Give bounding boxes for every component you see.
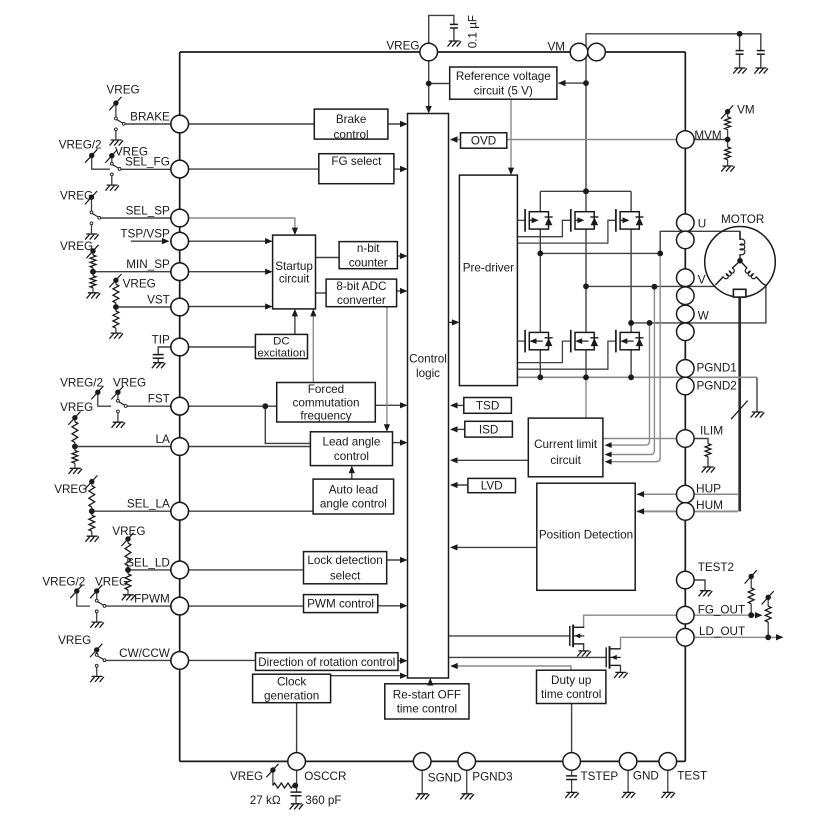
svg-text:VREG: VREG (95, 575, 128, 588)
svg-text:TEST: TEST (677, 770, 707, 783)
svg-text:TSP/VSP: TSP/VSP (120, 228, 170, 241)
svg-text:VREG: VREG (58, 634, 91, 647)
svg-text:ISD: ISD (479, 423, 498, 436)
svg-text:VREG: VREG (60, 190, 93, 203)
svg-text:FG select: FG select (331, 155, 382, 168)
svg-text:VREG: VREG (112, 525, 145, 538)
svg-text:Auto lead: Auto lead (329, 484, 378, 497)
svg-text:Direction of rotation control: Direction of rotation control (258, 656, 395, 669)
svg-text:VREG: VREG (54, 483, 87, 496)
svg-text:circuit (5 V): circuit (5 V) (474, 84, 533, 97)
svg-text:MOTOR: MOTOR (721, 213, 764, 226)
svg-text:Lock detection: Lock detection (307, 554, 382, 567)
svg-text:logic: logic (416, 367, 440, 380)
svg-text:Position Detection: Position Detection (539, 528, 633, 541)
svg-text:Reference voltage: Reference voltage (456, 70, 551, 83)
svg-text:FST: FST (148, 393, 170, 406)
svg-text:8-bit ADC: 8-bit ADC (336, 280, 386, 293)
svg-text:VREG: VREG (107, 83, 140, 96)
svg-text:HUP: HUP (696, 481, 721, 495)
svg-text:n-bit: n-bit (357, 242, 380, 255)
svg-text:circuit: circuit (279, 272, 310, 285)
svg-text:VREG: VREG (60, 401, 93, 414)
svg-text:frequency: frequency (300, 410, 351, 423)
svg-text:TSD: TSD (476, 400, 499, 413)
svg-text:Clock: Clock (277, 675, 306, 688)
svg-text:angle control: angle control (320, 498, 387, 511)
svg-text:0.1 µF: 0.1 µF (467, 15, 480, 48)
svg-text:excitation: excitation (257, 348, 305, 360)
svg-text:OVD: OVD (471, 135, 496, 148)
svg-text:MIN_SP: MIN_SP (126, 258, 170, 271)
svg-text:FG_OUT: FG_OUT (698, 603, 745, 616)
svg-text:control: control (334, 450, 369, 463)
svg-text:VREG: VREG (386, 39, 419, 52)
svg-text:Pre-driver: Pre-driver (463, 262, 514, 275)
svg-text:CW/CCW: CW/CCW (119, 647, 170, 660)
svg-text:commutation: commutation (293, 396, 360, 409)
svg-text:Duty up: Duty up (551, 674, 592, 687)
svg-text:TSTEP: TSTEP (581, 770, 619, 783)
svg-text:time control: time control (541, 688, 601, 701)
svg-text:Forced: Forced (308, 383, 344, 396)
svg-text:PGND3: PGND3 (472, 771, 512, 784)
svg-text:GND: GND (633, 770, 659, 783)
svg-text:PWM control: PWM control (307, 598, 374, 611)
svg-text:VREG/2: VREG/2 (60, 377, 103, 390)
svg-text:PGND1: PGND1 (697, 362, 737, 375)
svg-text:SGND: SGND (428, 772, 462, 785)
svg-text:VM: VM (737, 104, 755, 117)
svg-text:ILIM: ILIM (700, 424, 723, 438)
svg-text:converter: converter (337, 294, 386, 307)
svg-text:LA: LA (156, 433, 171, 446)
svg-text:circuit: circuit (550, 454, 581, 467)
svg-text:FPWM: FPWM (134, 593, 170, 606)
svg-text:time control: time control (397, 703, 457, 716)
svg-text:W: W (698, 309, 709, 322)
svg-text:generation: generation (264, 690, 319, 703)
svg-text:TEST2: TEST2 (698, 561, 734, 574)
svg-text:Lead angle: Lead angle (322, 436, 380, 449)
svg-text:BRAKE: BRAKE (130, 110, 170, 123)
svg-text:Control: Control (409, 353, 447, 366)
svg-text:LVD: LVD (481, 480, 503, 493)
svg-text:MVM: MVM (694, 129, 721, 142)
svg-text:VREG/2: VREG/2 (42, 575, 85, 588)
svg-text:VST: VST (147, 293, 170, 306)
svg-text:LD_OUT: LD_OUT (699, 625, 745, 638)
svg-text:SEL_FG: SEL_FG (125, 156, 170, 169)
svg-text:TIP: TIP (152, 333, 170, 346)
svg-text:VREG/2: VREG/2 (59, 139, 102, 152)
svg-text:Startup: Startup (275, 260, 313, 273)
svg-text:Current limit: Current limit (534, 438, 598, 451)
svg-text:VREG: VREG (230, 770, 263, 783)
svg-text:OSCCR: OSCCR (304, 770, 346, 783)
svg-text:SEL_LD: SEL_LD (126, 556, 170, 569)
svg-text:HUM: HUM (696, 498, 723, 512)
svg-text:control: control (334, 129, 369, 142)
svg-text:select: select (330, 570, 361, 583)
svg-text:PGND2: PGND2 (697, 379, 737, 392)
svg-text:SEL_SP: SEL_SP (126, 204, 170, 217)
svg-text:V: V (698, 273, 706, 286)
svg-text:VREG: VREG (115, 146, 148, 159)
svg-text:VREG: VREG (60, 240, 93, 253)
svg-text:Brake: Brake (336, 113, 367, 126)
svg-text:DC: DC (273, 335, 289, 347)
svg-text:VM: VM (547, 41, 565, 54)
svg-text:VREG: VREG (113, 377, 146, 390)
svg-text:VREG: VREG (123, 277, 156, 290)
svg-text:counter: counter (349, 256, 388, 269)
svg-text:360 pF: 360 pF (305, 794, 341, 807)
svg-text:27 kΩ: 27 kΩ (250, 794, 281, 807)
svg-text:Re-start OFF: Re-start OFF (393, 688, 461, 701)
svg-text:SEL_LA: SEL_LA (127, 498, 170, 511)
svg-text:U: U (698, 217, 706, 230)
